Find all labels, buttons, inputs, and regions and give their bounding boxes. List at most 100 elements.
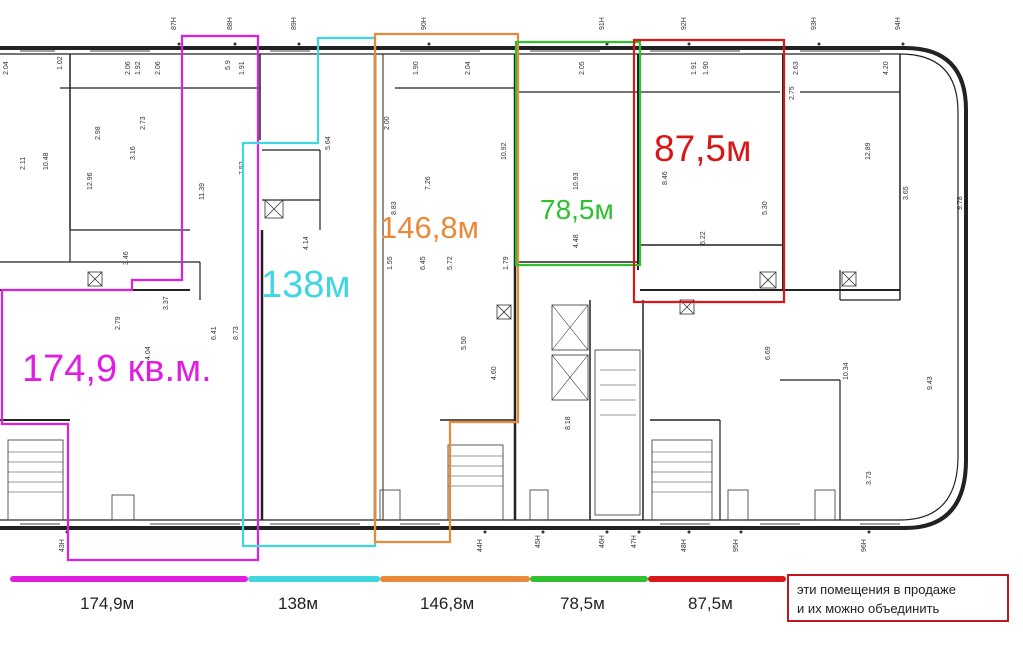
axis-marker xyxy=(177,42,181,46)
area-label-green: 78,5м xyxy=(540,194,614,225)
unit-outline-green xyxy=(514,40,642,267)
axis-label: 88Н xyxy=(227,17,234,30)
room-area: 2.79 xyxy=(115,316,122,330)
sale-note: эти помещения в продаже и их можно объед… xyxy=(787,574,1009,622)
axis-marker xyxy=(687,42,691,46)
axis-marker xyxy=(637,530,641,534)
depth-dimension: 10.93 xyxy=(573,172,580,190)
room-area: 2.73 xyxy=(140,116,147,130)
legend-label-red: 87,5м xyxy=(688,594,733,613)
width-dimension: 2.75 xyxy=(789,86,796,100)
room-area: 6.22 xyxy=(700,231,707,245)
depth-dimension: 5.64 xyxy=(325,136,332,150)
depth-dimension: 12.96 xyxy=(87,172,94,190)
room-area: 1.79 xyxy=(503,256,510,270)
axis-marker xyxy=(297,42,301,46)
unit-outline-red xyxy=(632,38,786,304)
legend-label-orange: 146,8м xyxy=(420,594,475,613)
legend-label-cyan: 138м xyxy=(278,594,319,613)
unit-outline-orange xyxy=(373,32,520,544)
axis-marker xyxy=(605,42,609,46)
axis-marker xyxy=(739,530,743,534)
axis-label: 46Н xyxy=(599,535,606,548)
room-area: 5.72 xyxy=(447,256,454,270)
sale-note-line2: и их можно объединить xyxy=(797,601,940,616)
legend-label-magenta: 174,9м xyxy=(80,594,135,613)
width-dimension: 1.91 xyxy=(239,61,246,75)
room-area: 3.16 xyxy=(130,146,137,160)
axis-marker xyxy=(427,42,431,46)
depth-dimension: 10.48 xyxy=(43,152,50,170)
axis-label: 44Н xyxy=(477,539,484,552)
width-dimension: 4.20 xyxy=(883,61,890,75)
axis-marker xyxy=(541,530,545,534)
axis-label: 45Н xyxy=(535,535,542,548)
axis-marker xyxy=(605,530,609,534)
axis-label: 96Н xyxy=(861,539,868,552)
width-dimension: 1.90 xyxy=(703,61,710,75)
unit-outline-magenta xyxy=(0,34,260,562)
area-label-cyan: 138м xyxy=(261,264,351,306)
area-label-red: 87,5м xyxy=(654,128,752,169)
room-area: 4.04 xyxy=(145,346,152,360)
sanitary-fixtures xyxy=(87,199,857,521)
axis-label: 47Н xyxy=(631,535,638,548)
axis-label: 48Н xyxy=(681,539,688,552)
windows xyxy=(20,50,900,525)
depth-dimension: 3.65 xyxy=(903,186,910,200)
width-dimension: 2.04 xyxy=(3,61,10,75)
room-area: 6.45 xyxy=(420,256,427,270)
depth-dimension: 11.39 xyxy=(199,183,206,200)
axis-marker xyxy=(901,42,905,46)
axis-label: 95Н xyxy=(733,539,740,552)
legend-bar-red xyxy=(648,576,786,582)
room-area: 2.98 xyxy=(95,126,102,140)
axis-label: 92Н xyxy=(681,17,688,30)
legend-bar-magenta xyxy=(10,576,248,582)
axis-marker xyxy=(483,530,487,534)
depth-dimension: 12.89 xyxy=(865,142,872,160)
depth-dimension: 10.92 xyxy=(501,142,508,160)
area-label-magenta: 174,9 кв.м. xyxy=(22,348,212,390)
axis-marker xyxy=(817,42,821,46)
axis-label: 94Н xyxy=(895,17,902,30)
axis-label: 90Н xyxy=(421,17,428,30)
depth-dimension: 8.46 xyxy=(662,171,669,185)
depth-dimension: 9.43 xyxy=(927,376,934,390)
depth-dimension: 7.26 xyxy=(425,176,432,190)
width-dimension: 1.02 xyxy=(57,56,64,70)
depth-dimension: 8.83 xyxy=(391,201,398,215)
stairwells xyxy=(7,304,713,521)
room-area: 3.37 xyxy=(163,296,170,310)
axis-label: 91Н xyxy=(599,17,606,30)
width-dimension: 2.06 xyxy=(155,61,162,75)
room-area: 1.55 xyxy=(387,256,394,270)
axis-marker xyxy=(867,530,871,534)
depth-dimension: 5.50 xyxy=(461,336,468,350)
depth-dimension: 5.30 xyxy=(762,201,769,215)
room-area: 4.14 xyxy=(303,236,310,250)
width-dimension: 2.04 xyxy=(465,61,472,75)
axis-marker xyxy=(687,530,691,534)
room-area: 2.11 xyxy=(20,157,27,170)
width-dimension: 1.91 xyxy=(691,61,698,75)
area-label-orange: 146,8м xyxy=(380,210,479,245)
width-dimension: 2.06 xyxy=(125,61,132,75)
room-area: 6.41 xyxy=(211,326,218,340)
width-dimension: 5.9 xyxy=(225,60,232,70)
room-area: 3.46 xyxy=(123,251,130,265)
legend-label-green: 78,5м xyxy=(560,594,605,613)
axis-label: 87Н xyxy=(171,17,178,30)
width-dimension: 2.63 xyxy=(793,61,800,75)
unit-outlines xyxy=(0,32,786,562)
depth-dimension: 8.73 xyxy=(233,326,240,340)
room-area: 3.73 xyxy=(866,471,873,485)
depth-dimension: 6.69 xyxy=(765,346,772,360)
axis-marker xyxy=(233,42,237,46)
room-area: 4.48 xyxy=(573,234,580,248)
axis-label: 43Н xyxy=(59,539,66,552)
axis-label: 93Н xyxy=(811,17,818,30)
room-area: 2.00 xyxy=(384,116,391,130)
width-dimension: 1.90 xyxy=(413,61,420,75)
